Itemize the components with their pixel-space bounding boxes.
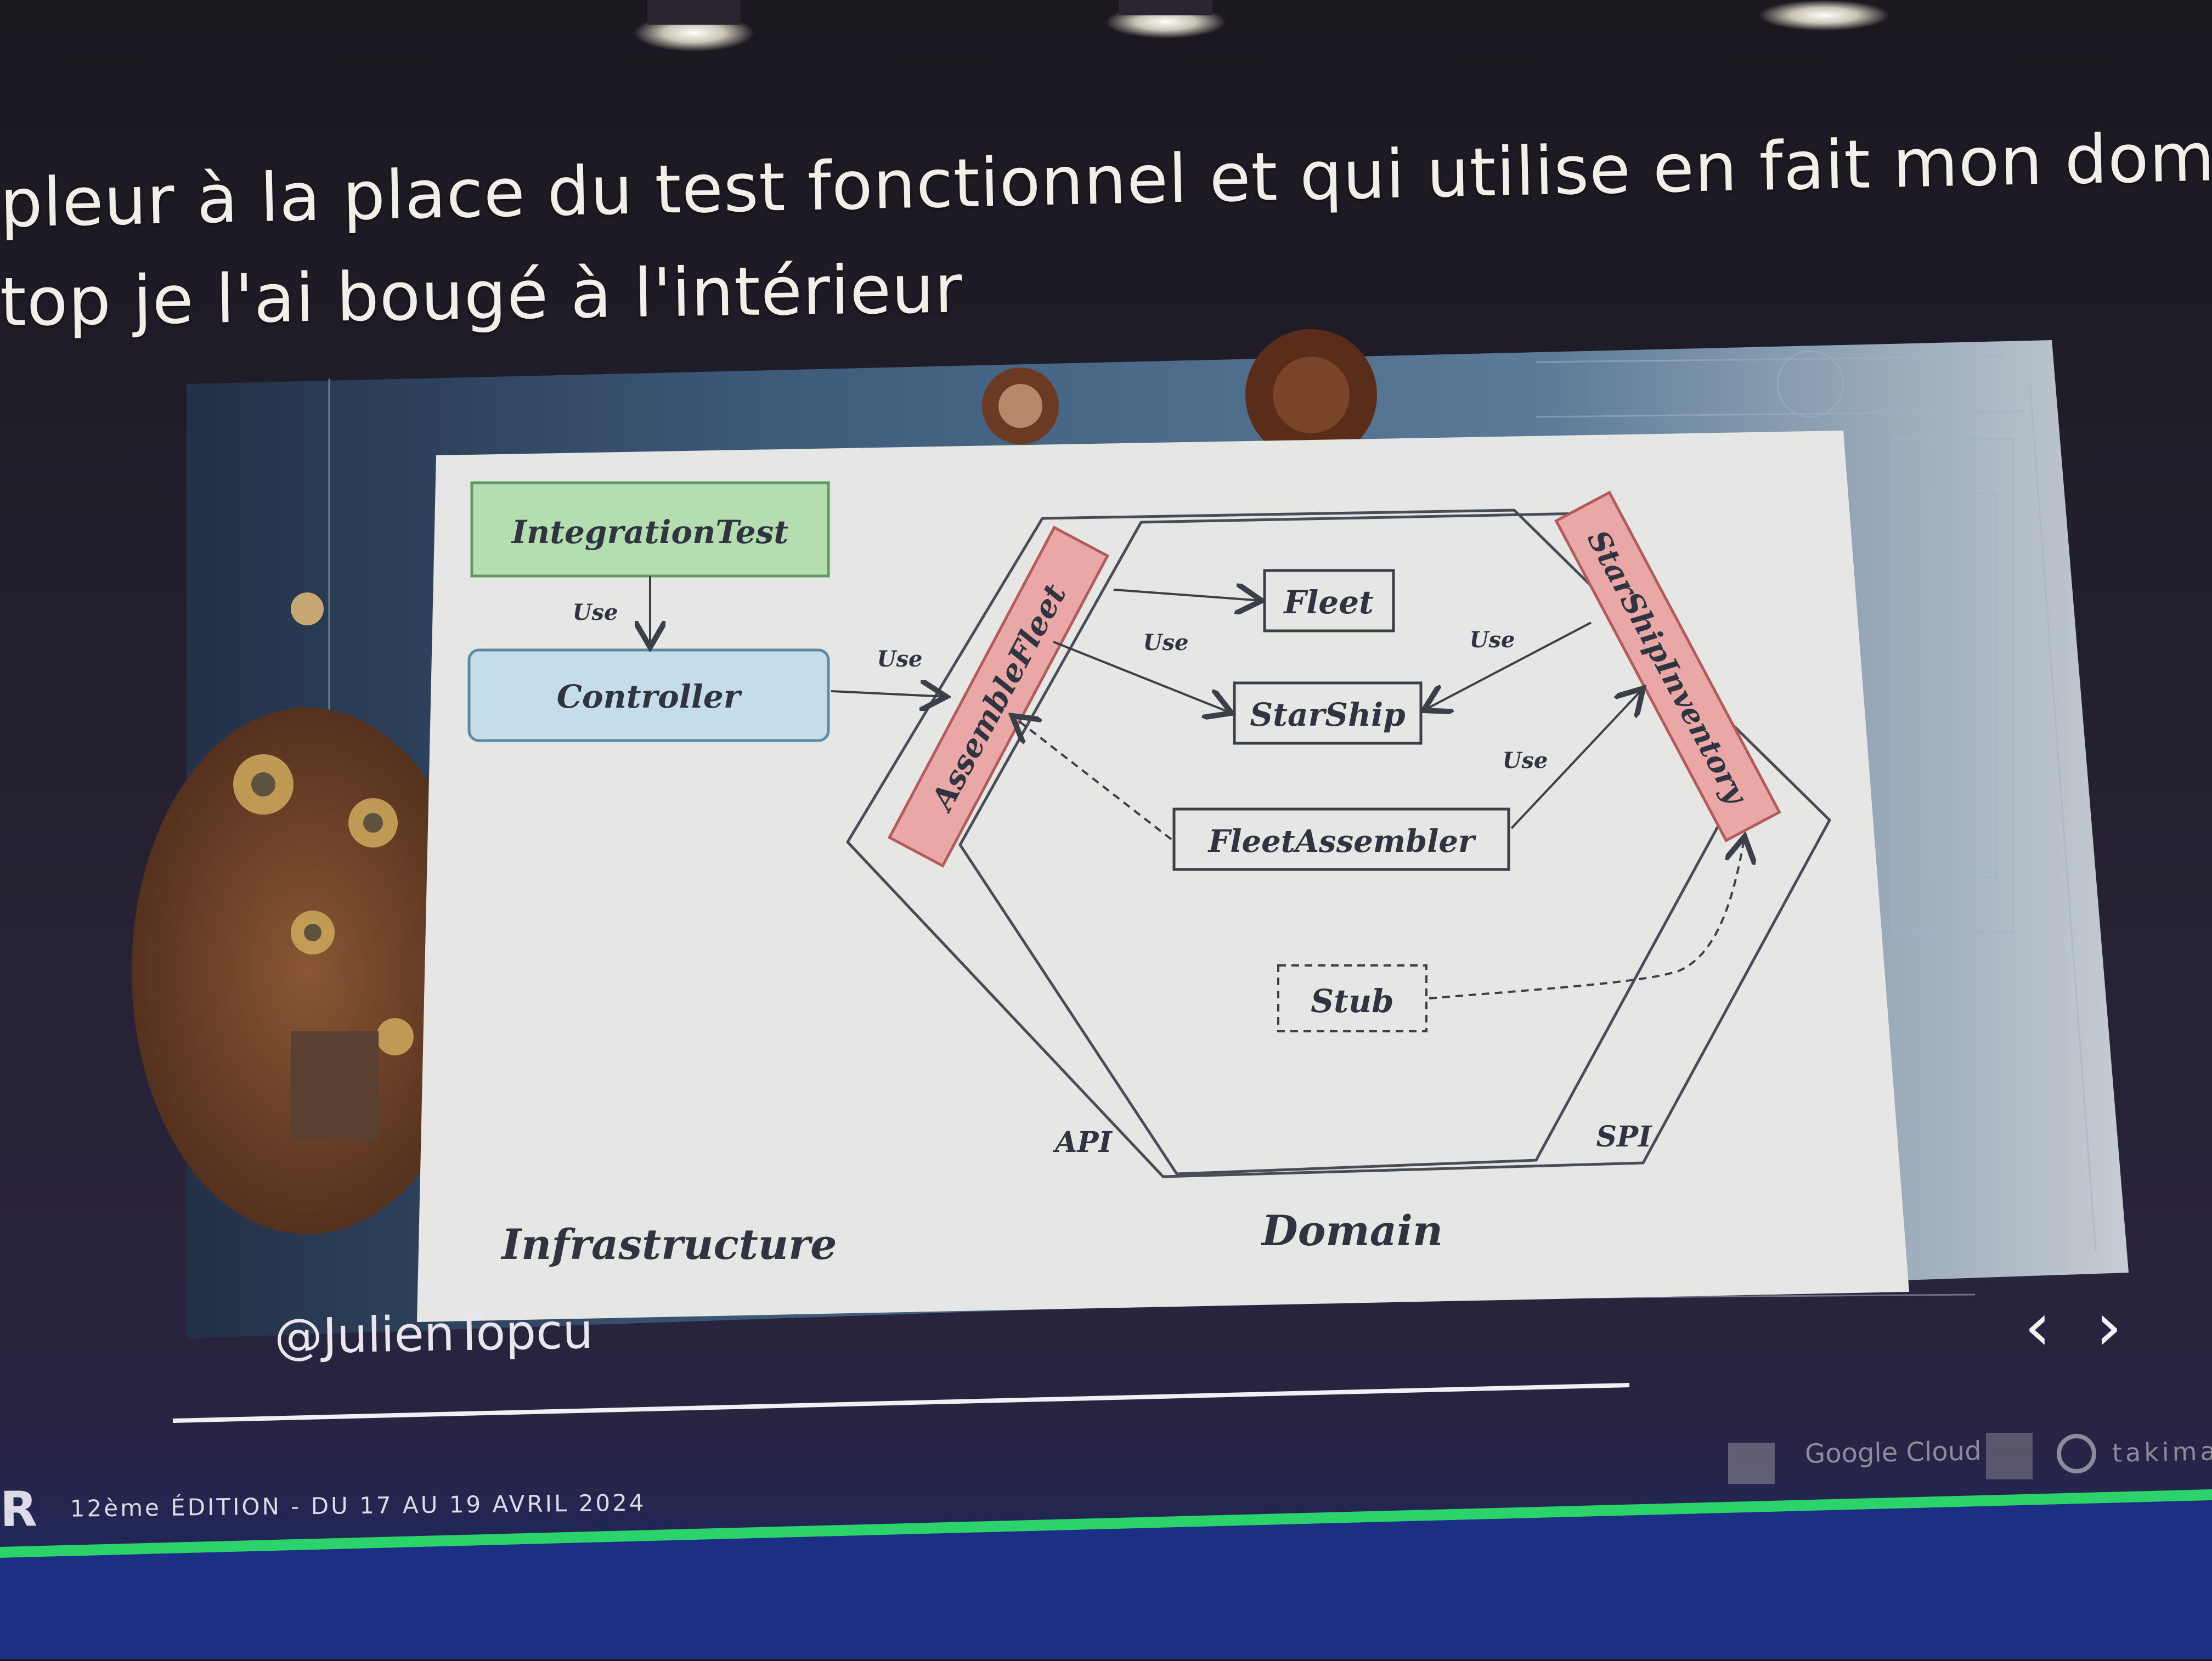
speaker-handle: @JulienTopcu (274, 1302, 594, 1365)
fleet-assembler-label: FleetAssembler (1207, 823, 1476, 860)
next-slide-chevron-icon[interactable]: › (2096, 1289, 2122, 1365)
brand-letter: R (0, 1481, 38, 1538)
orange-logo (1986, 1433, 2033, 1479)
footer-green-bar (0, 1489, 2212, 1558)
integration-test-box (470, 481, 830, 578)
starship-label: StarShip (1250, 696, 1405, 733)
domain-arrows (1012, 590, 1745, 999)
slide-progress-line (172, 1383, 1630, 1423)
use-label-2: Use (877, 646, 923, 672)
sponsor-takima: takima (2112, 1436, 2212, 1468)
use-label-3: Use (1143, 630, 1189, 656)
use-label-5: Use (1503, 748, 1548, 773)
fleet-assembler-box (1172, 807, 1510, 871)
previous-slide-chevron-icon[interactable]: ‹ (2024, 1289, 2051, 1365)
conference-footer: R 12ème ÉDITION - DU 17 AU 19 AVRIL 2024 (0, 1474, 646, 1538)
use-label-4: Use (1470, 627, 1515, 653)
axa-logo (1728, 1443, 1775, 1484)
api-label: API (1052, 1126, 1113, 1159)
arrow-controller-to-api (831, 691, 946, 697)
integration-test-label: IntegrationTest (511, 513, 788, 551)
domain-label: Domain (1261, 1206, 1443, 1255)
footer-blue-band (0, 1500, 2212, 1659)
controller-label: Controller (557, 678, 743, 715)
fleet-label: Fleet (1283, 584, 1374, 621)
ceiling-lights (634, 0, 1890, 52)
edition-dates: 12ème ÉDITION - DU 17 AU 19 AVRIL 2024 (70, 1489, 646, 1522)
use-label-1: Use (573, 600, 618, 625)
sponsor-google-cloud: Google Cloud (1804, 1436, 1982, 1470)
spi-label: SPI (1596, 1120, 1653, 1154)
sponsor-icon (2057, 1434, 2096, 1473)
subtitle-line-2: top je l'ai bougé à l'intérieur (0, 250, 963, 341)
infrastructure-label: Infrastructure (500, 1220, 837, 1269)
stub-label: Stub (1311, 982, 1393, 1020)
stub-box (1277, 964, 1427, 1032)
